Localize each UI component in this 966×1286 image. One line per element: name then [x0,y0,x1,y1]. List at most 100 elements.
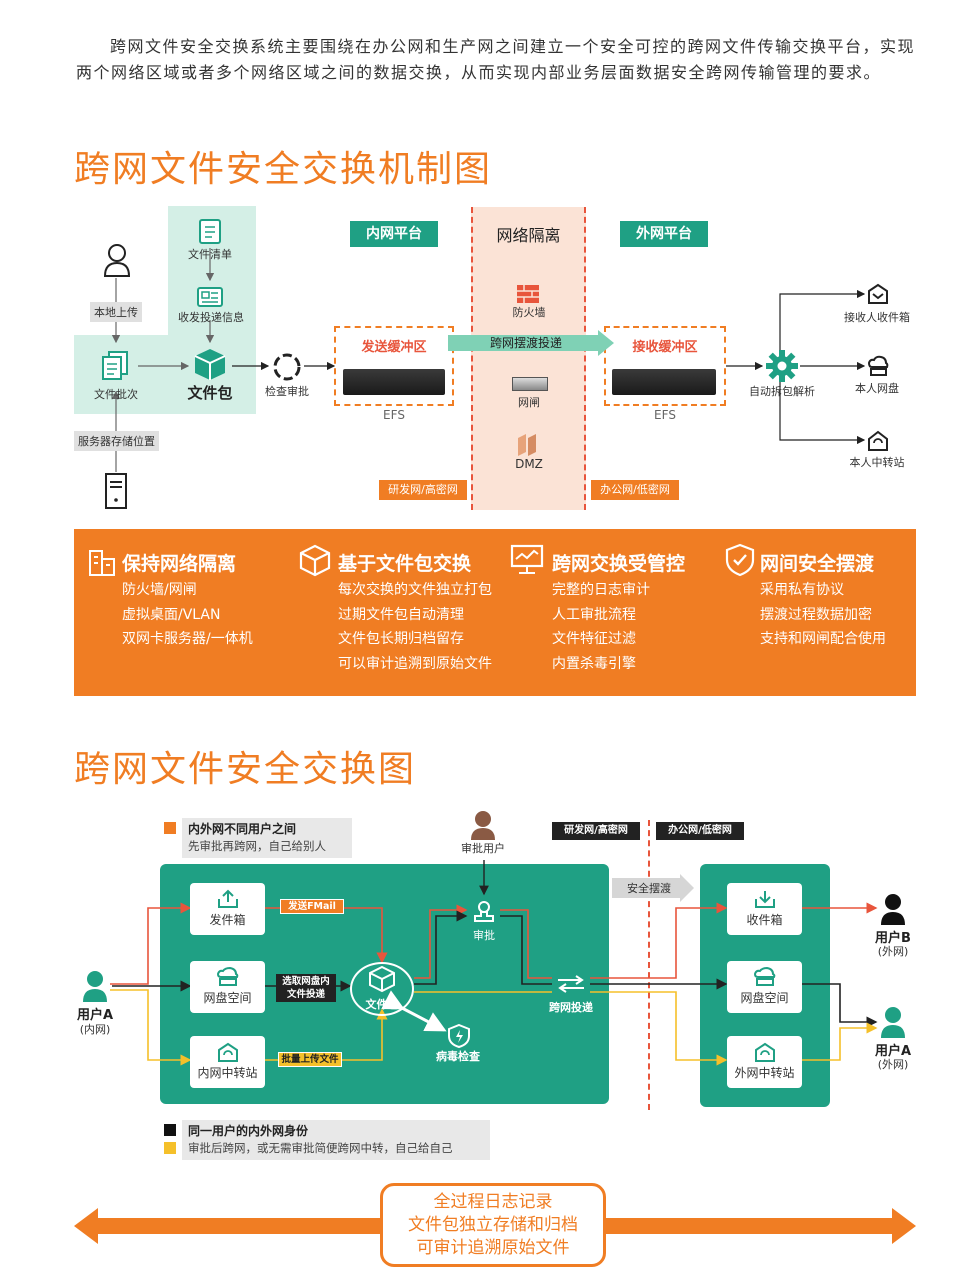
net-left-tag: 研发网/高密网 [379,480,467,500]
send-buffer-box [334,326,454,406]
feature-4-item: 摆渡过程数据加密 [760,606,872,623]
user-a-outer-net: (外网) [877,1058,909,1071]
approve-label: 审批 [473,929,495,942]
netdisk-icon [867,355,889,381]
feature-4-item: 采用私有协议 [760,582,844,598]
feature-3-item: 文件特征过滤 [552,631,636,647]
shield-check-icon [724,543,756,581]
bottom-summary-lines: 全过程日志记录 文件包独立存储和归档 可审计追溯原始文件 [380,1191,606,1260]
user-b-avatar [880,893,906,929]
safe-ferry-label: 安全摆渡 [627,882,671,895]
net-right-black-tag: 办公网/低密网 [656,822,744,840]
monitor-icon [510,544,544,580]
ferry-arrow [448,330,614,356]
feature-3-item: 人工审批流程 [552,606,636,623]
feature-2-list: 每次交换的文件独立打包 过期文件包自动清理 文件包长期归档留存 可以审计追溯到原… [338,578,492,676]
feature-1-item: 虚拟桌面/VLAN [122,606,221,623]
outer-netdisk-card[interactable]: 网盘空间 [727,961,802,1013]
user-a-outer-label: 用户A [874,1044,912,1059]
inner-platform-tag: 内网平台 [350,221,438,247]
outer-relay-label: 外网中转站 [734,1066,795,1080]
server-icon [104,473,128,513]
cross-deliver-label: 跨网投递 [549,1001,593,1014]
legend2-box [182,1120,490,1160]
feature-3-item: 完整的日志审计 [552,582,650,598]
user-a-inner-net: (内网) [79,1023,111,1036]
package-box-icon [192,346,228,386]
feature-2-item: 文件包长期归档留存 [338,631,464,647]
user-a-inner-label: 用户A [76,1008,114,1023]
netdisk-card[interactable]: 网盘空间 [190,961,265,1013]
user-icon [103,243,131,281]
exchange-flow-lines [110,860,878,1066]
package-circle [350,962,414,1016]
approve-stamp-icon [472,900,496,928]
feature-3-title: 跨网交换受管控 [552,553,686,575]
legend1-swatch [164,822,176,834]
efs-right-label: EFS [654,408,676,422]
recv-buffer-box [604,326,726,406]
output-inbox-label: 接收人收件箱 [844,311,910,324]
inbox-card-icon [754,891,775,908]
isolation-zone [471,207,586,510]
net-left-black-tag: 研发网/高密网 [552,822,640,840]
inner-relay-card[interactable]: 内网中转站 [190,1036,265,1088]
summary-line: 可审计追溯原始文件 [416,1238,570,1258]
package-circle-icon [368,965,396,997]
firewall-label: 防火墙 [512,306,546,319]
outer-platform-tag: 外网平台 [620,221,708,247]
inbox-card[interactable]: 收件箱 [727,883,802,935]
gateway-label: 网闸 [518,396,540,409]
file-list-label: 文件清单 [188,248,232,261]
output-relay-label: 本人中转站 [849,456,905,469]
feature-2-item: 可以审计追溯到原始文件 [338,655,492,672]
virus-shield-icon [448,1023,470,1052]
check-approve-icon [270,350,304,388]
legend2-title: 同一用户的内外网身份 [188,1124,309,1138]
gateway-device-icon [512,377,548,391]
file-list-icon [198,218,222,248]
legend2-desc: 审批后跨网，或无需审批简便跨网中转，自己给自己 [188,1141,453,1155]
inner-relay-icon [217,1042,238,1062]
feature-4-item: 支持和网闸配合使用 [760,631,886,647]
efs-device-left [343,369,445,395]
efs-left-label: EFS [383,408,405,422]
legend2-swatch-black [164,1124,176,1136]
fmail-tag: 发送FMail [280,899,344,914]
select-deliver-tag: 选取网盘内 文件投递 [276,974,336,1002]
outbox-icon [217,889,238,908]
feature-1-item: 双网卡服务器/一体机 [122,631,253,647]
legend2-swatch-yellow [164,1142,176,1154]
feature-1-list: 防火墙/网闸 虚拟桌面/VLAN 双网卡服务器/一体机 [122,578,253,652]
outer-relay-card[interactable]: 外网中转站 [727,1036,802,1088]
section2-title: 跨网文件安全交换图 [74,749,417,790]
isolation-label: 网络隔离 [496,226,561,245]
feature-4-title: 网间安全摆渡 [760,553,875,575]
outbox-label: 发件箱 [209,913,246,927]
package-icon [298,543,332,581]
cross-deliver-icon [556,975,586,997]
local-upload-label: 本地上传 [90,302,142,322]
send-info-icon [196,286,224,312]
feature-3-item: 内置杀毒引擎 [552,655,636,672]
summary-line: 全过程日志记录 [433,1192,553,1212]
bottom-summary-box [380,1183,606,1267]
server-storage-label: 服务器存储位置 [74,431,159,451]
section1-title: 跨网文件安全交换机制图 [74,149,493,190]
inbox-card-label: 收件箱 [746,913,783,927]
batch-upload-tag: 批量上传文件 [278,1052,342,1067]
outer-netdisk-label: 网盘空间 [740,991,789,1005]
legend1-box [182,818,352,858]
outbox-card[interactable]: 发件箱 [190,883,265,935]
file-package-label: 文件包 [187,384,233,402]
feature-1-item: 防火墙/网闸 [122,582,197,598]
feature-band: 保持网络隔离 防火墙/网闸 虚拟桌面/VLAN 双网卡服务器/一体机 基于文件包… [74,529,916,696]
user-a-outer-avatar [880,1006,906,1042]
building-icon [86,545,118,581]
dmz-label: DMZ [515,457,543,471]
legend1-title: 内外网不同用户之间 [188,822,297,836]
safe-ferry-arrow [612,874,694,902]
intro-paragraph: 跨网文件安全交换系统主要围绕在办公网和生产网之间建立一个安全可控的跨网文件传输交… [76,37,916,82]
feature-1-title: 保持网络隔离 [122,553,237,575]
file-batch-label: 文件批次 [94,388,138,401]
